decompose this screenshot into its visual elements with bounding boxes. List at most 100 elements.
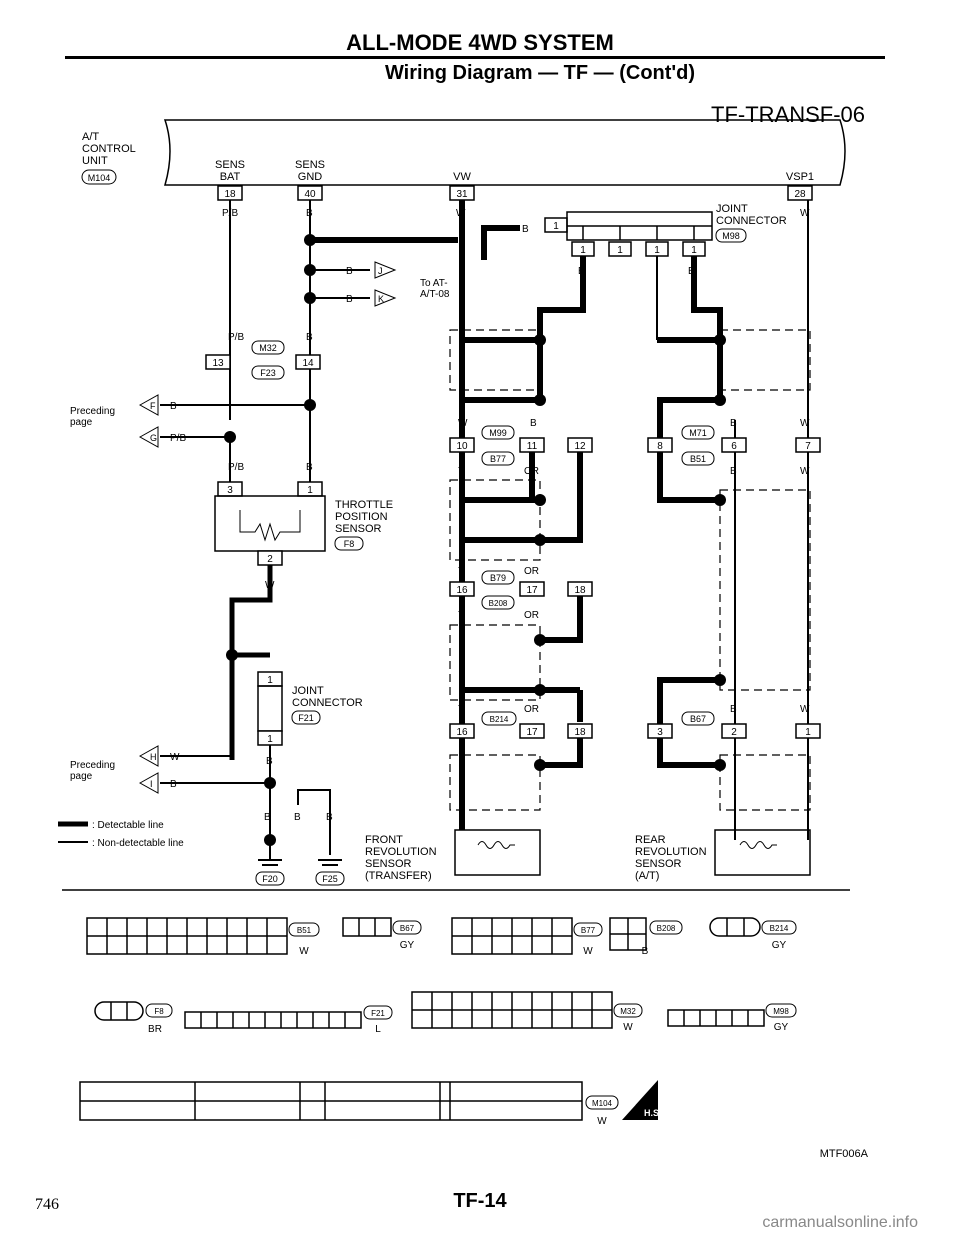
conn-f25: F25 <box>322 874 338 884</box>
face-m104-code: M104 <box>592 1099 613 1108</box>
page-number: 746 <box>35 1196 59 1213</box>
shield-front-2 <box>449 479 541 561</box>
face-f8-color: BR <box>148 1024 162 1035</box>
at-control-unit-outline <box>163 119 846 186</box>
m71-pin-6: 6 <box>731 441 737 452</box>
wire-label-y-b77: Y <box>458 466 465 477</box>
face-b214-color: GY <box>772 940 787 951</box>
wire-label-or-b214: OR <box>524 704 539 715</box>
face-m32-code: M32 <box>620 1007 636 1016</box>
jc-f21-line2: CONNECTOR <box>292 697 363 709</box>
wire-label-w-vw: W <box>456 208 466 219</box>
ref-i: I <box>150 779 153 789</box>
wire-label-pb-tps: P/B <box>228 462 244 473</box>
tps-line2: POSITION <box>335 511 388 523</box>
header-title: ALL-MODE 4WD SYSTEM <box>346 30 614 55</box>
preceding-1-line2: page <box>70 417 93 428</box>
pin-13: 13 <box>212 358 224 369</box>
wire-label-b-i: B <box>170 779 177 790</box>
b214-pin-18: 18 <box>574 727 586 738</box>
ref-j: J <box>378 266 383 276</box>
wire-label-b-f: B <box>170 401 177 412</box>
wire-label-b-b67: B <box>730 704 737 715</box>
ref-k: K <box>378 294 384 304</box>
face-b77 <box>451 917 573 955</box>
rear-sensor-line1: REAR <box>635 834 666 846</box>
tps-pin-1: 1 <box>307 485 313 496</box>
jc-m98-pin-b: 1 <box>617 245 623 256</box>
preceding-2-line2: page <box>70 771 93 782</box>
tps-line1: THROTTLE <box>335 499 393 511</box>
b79-pin-17: 17 <box>526 585 538 596</box>
conn-b208: B208 <box>489 599 508 608</box>
preceding-1-line1: Preceding <box>70 406 115 417</box>
face-b51 <box>86 917 288 955</box>
ref-g: G <box>150 433 157 443</box>
shield-front-4 <box>449 754 541 811</box>
wire-label-pb-m32: P/B <box>228 332 244 343</box>
pin-sens-gnd-label1: SENS <box>295 159 325 171</box>
b214-pin-17: 17 <box>526 727 538 738</box>
header-subtitle: Wiring Diagram — TF — (Cont'd) <box>384 62 696 84</box>
wire-label-b-j: B <box>346 266 353 277</box>
tps-line3: SENSOR <box>335 523 382 535</box>
wire-label-or-b208: OR <box>524 610 539 621</box>
wire-label-b-k: B <box>346 294 353 305</box>
m71-pin-8: 8 <box>657 441 663 452</box>
jc-f21-line1: JOINT <box>292 685 324 697</box>
wire-label-w-m99: W <box>458 418 468 429</box>
wire-label-w-b67: W <box>800 704 810 715</box>
wire-label-or-b79: OR <box>524 566 539 577</box>
shield-rear-3 <box>719 754 811 811</box>
conn-b67: B67 <box>690 714 706 724</box>
face-m104 <box>79 1081 583 1121</box>
wire-label-b-m32: B <box>306 332 313 343</box>
face-b67 <box>342 917 392 937</box>
face-f8-code: F8 <box>154 1007 164 1016</box>
wire-label-b-m99: B <box>530 418 537 429</box>
pin-num-40: 40 <box>304 189 316 200</box>
wire-label-b-g2: B <box>294 812 301 823</box>
legend-detectable: : Detectable line <box>92 820 164 831</box>
pin-sens-bat-label2: BAT <box>220 171 241 183</box>
at-unit-line3: UNIT <box>82 155 108 167</box>
wire-label-b-m71: B <box>730 418 737 429</box>
b67-pin-2: 2 <box>731 727 737 738</box>
wire-label-b-b51: B <box>730 466 737 477</box>
wire-label-w-vsp1: W <box>800 208 810 219</box>
b79-pin-18: 18 <box>574 585 586 596</box>
front-sensor-line2: REVOLUTION <box>365 846 437 858</box>
pin-vsp1-label: VSP1 <box>786 171 814 183</box>
wire-label-y-b214: Y <box>458 704 465 715</box>
face-f21 <box>184 1011 362 1029</box>
to-at-line1: To AT- <box>420 278 448 289</box>
face-b77-color: W <box>583 946 593 957</box>
jc-f21-pin-top: 1 <box>267 675 273 686</box>
jc-m98-line2: CONNECTOR <box>716 215 787 227</box>
conn-b51: B51 <box>690 454 706 464</box>
diagram-code: TF-TRANSF-06 <box>711 102 865 127</box>
face-b77-code: B77 <box>581 926 596 935</box>
watermark: carmanualsonline.info <box>762 1214 918 1231</box>
face-f8 <box>94 1001 144 1021</box>
pin-num-18: 18 <box>224 189 236 200</box>
pin-sens-gnd-label2: GND <box>298 171 323 183</box>
tps-pin-2: 2 <box>267 554 273 565</box>
wire-label-w-h: W <box>170 752 180 763</box>
jc-m98-code: M98 <box>722 231 740 241</box>
conn-b214: B214 <box>490 715 509 724</box>
jc-m98-pin-a: 1 <box>580 245 586 256</box>
face-b51-code: B51 <box>297 926 312 935</box>
jc-m98-pin-d: 1 <box>691 245 697 256</box>
face-m32 <box>411 991 613 1029</box>
face-b51-color: W <box>299 946 309 957</box>
conn-b77: B77 <box>490 454 506 464</box>
header-rule <box>65 56 885 59</box>
conn-m99: M99 <box>489 428 507 438</box>
wire-label-pb-top: P/B <box>222 208 238 219</box>
jc-f21-code: F21 <box>298 713 314 723</box>
jc-m98-pin-c: 1 <box>654 245 660 256</box>
figure-code: MTF006A <box>819 1148 868 1160</box>
hs-badge-icon <box>622 1080 658 1120</box>
